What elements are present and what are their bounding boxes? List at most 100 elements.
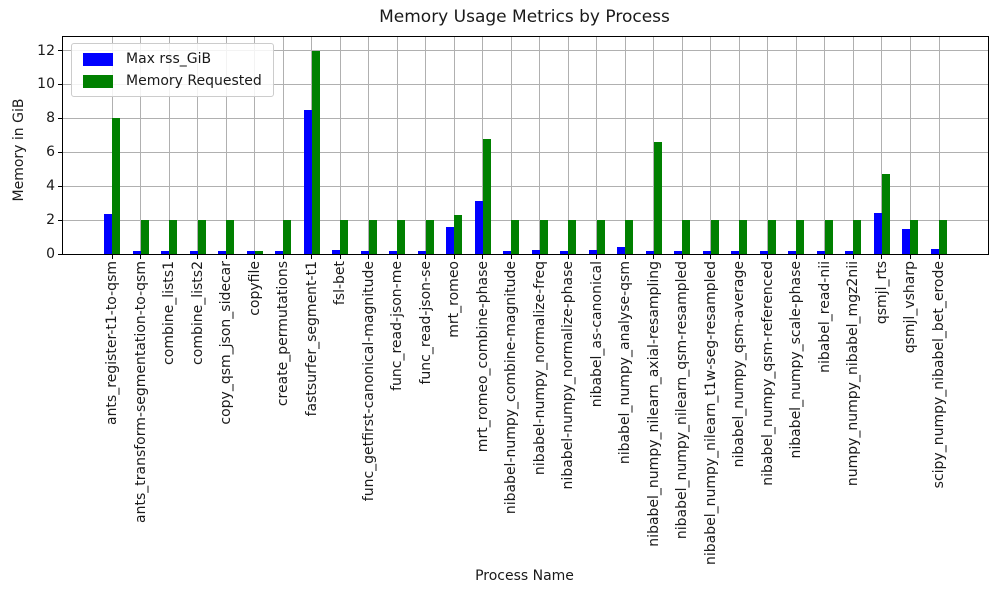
x-tick-label: combine_lists1 [161, 261, 178, 365]
legend-swatch-memory-requested-icon [83, 74, 113, 88]
gridline-horizontal [63, 50, 988, 52]
bar-memory-requested [368, 220, 377, 254]
bar-memory-requested [939, 220, 947, 254]
x-tick-mark [111, 255, 113, 259]
bar-max-rss [902, 229, 911, 254]
bar-memory-requested [482, 138, 491, 254]
x-tick-label: combine_lists2 [189, 261, 206, 365]
x-tick-label: scipy_numpy_nibabel_bet_erode [931, 261, 947, 489]
x-tick-label: nibabel_numpy_nilearn_t1w-seg-resampled [702, 261, 719, 565]
x-tick-mark [368, 255, 370, 259]
bar-memory-requested [539, 220, 548, 254]
bar-memory-requested [425, 220, 434, 254]
x-tick-mark [653, 255, 655, 259]
bar-max-rss [788, 250, 797, 254]
x-tick-label: qsmjl_rts [873, 261, 890, 325]
gridline-vertical [624, 37, 626, 254]
bar-max-rss [503, 251, 512, 254]
x-tick-mark [710, 255, 712, 259]
x-tick-label: numpy_numpy_nibabel_mgz2nii [845, 261, 862, 487]
chart-title: Memory Usage Metrics by Process [379, 7, 670, 27]
x-tick-mark [596, 255, 598, 259]
gridline-vertical [681, 37, 683, 254]
bar-memory-requested [910, 220, 919, 254]
y-tick-mark [58, 117, 62, 119]
y-tick-mark [58, 185, 62, 187]
y-tick-label: 2 [46, 212, 55, 229]
y-tick-label: 6 [46, 144, 55, 161]
legend-entry-memory-requested: Memory Requested [83, 73, 262, 89]
gridline-vertical [197, 37, 199, 254]
bar-max-rss [161, 250, 170, 254]
gridline-vertical [738, 37, 740, 254]
x-tick-mark [453, 255, 455, 259]
bar-memory-requested [169, 220, 178, 254]
bar-max-rss [275, 250, 284, 254]
gridline-vertical [710, 37, 712, 254]
bar-memory-requested [340, 220, 349, 254]
gridline-vertical [567, 37, 569, 254]
gridline-horizontal [63, 219, 988, 221]
x-tick-label: fsl-bet [332, 261, 349, 306]
bar-memory-requested [796, 220, 805, 254]
x-tick-mark [881, 255, 883, 259]
bar-memory-requested [682, 220, 691, 254]
bar-max-rss [531, 249, 540, 254]
bar-max-rss [645, 250, 654, 254]
bar-max-rss [132, 250, 141, 254]
bar-max-rss [931, 248, 939, 254]
x-tick-mark [311, 255, 313, 259]
gridline-vertical [881, 37, 883, 254]
x-tick-mark [795, 255, 797, 259]
y-tick-label: 8 [46, 110, 55, 127]
x-tick-label: func_read-json-me [389, 261, 406, 391]
x-tick-mark [852, 255, 854, 259]
bar-memory-requested [853, 220, 862, 254]
x-tick-mark [225, 255, 227, 259]
gridline-vertical [168, 37, 170, 254]
gridline-vertical [596, 37, 598, 254]
x-tick-label: fastsurfer_segment-t1 [303, 261, 320, 417]
x-tick-label: func_read-json-se [417, 261, 434, 385]
gridline-horizontal [63, 151, 988, 153]
bar-memory-requested [824, 220, 833, 254]
bar-max-rss [332, 249, 341, 254]
legend-swatch-max-rss-icon [83, 52, 113, 66]
bar-memory-requested [596, 220, 605, 254]
legend: Max rss_GiB Memory Requested [71, 43, 274, 97]
bar-memory-requested [454, 215, 463, 254]
x-tick-label: func_getfirst-canonical-magnitude [360, 261, 377, 502]
bar-max-rss [731, 250, 740, 254]
bar-memory-requested [710, 220, 719, 254]
x-tick-mark [339, 255, 341, 259]
gridline-vertical [339, 37, 341, 254]
bar-memory-requested [767, 220, 776, 254]
gridline-horizontal [63, 185, 988, 187]
gridline-vertical [453, 37, 455, 254]
gridline-vertical [396, 37, 398, 254]
x-tick-mark [767, 255, 769, 259]
bar-max-rss [218, 250, 227, 254]
x-tick-mark [140, 255, 142, 259]
gridline-horizontal [63, 117, 988, 119]
x-tick-label: nibabel_as-canonical [588, 261, 605, 408]
x-tick-mark [909, 255, 911, 259]
bar-memory-requested [511, 220, 520, 254]
y-tick-mark [58, 83, 62, 85]
gridline-vertical [938, 37, 940, 254]
x-tick-mark [738, 255, 740, 259]
bar-memory-requested [197, 220, 206, 254]
gridline-vertical [909, 37, 911, 254]
bar-max-rss [189, 250, 198, 254]
x-tick-label: qsmjl_vsharp [902, 261, 919, 354]
gridline-vertical [510, 37, 512, 254]
x-tick-mark [624, 255, 626, 259]
x-tick-mark [396, 255, 398, 259]
x-tick-label: mrt_romeo_combine-phase [474, 261, 491, 453]
bar-memory-requested [226, 220, 235, 254]
bar-max-rss [759, 250, 768, 254]
bar-max-rss [560, 251, 569, 254]
x-tick-mark [482, 255, 484, 259]
